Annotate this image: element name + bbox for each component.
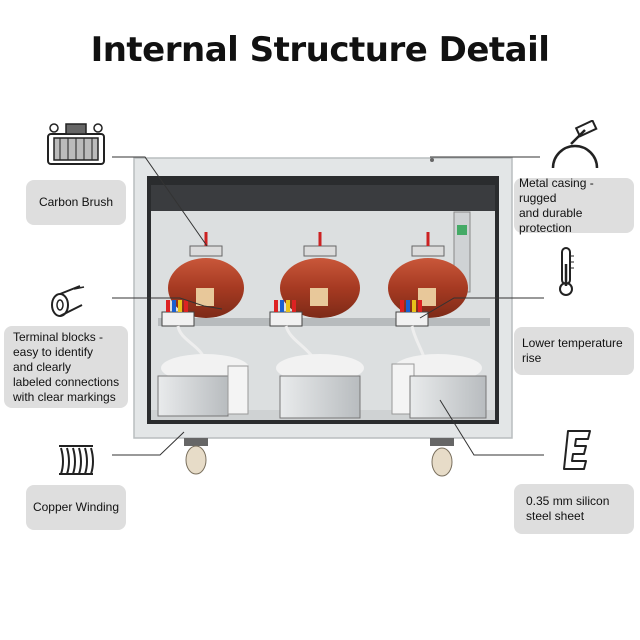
leader-lower-temperature [419,297,544,319]
label-metal-casing: Metal casing - rugged and durable protec… [514,176,634,235]
leader-terminal-blocks [112,297,223,310]
transformer-core [276,354,364,419]
leader-copper-winding [112,431,185,456]
coil-icon [59,445,94,475]
leader-lines [112,156,544,456]
transformer-core [391,354,487,419]
terminal-block [395,300,429,327]
label-copper-winding: Copper Winding [26,485,126,530]
caster-wheel [430,438,454,477]
label-carbon-brush: Carbon Brush [26,180,126,225]
terminal-block-icon [51,285,85,317]
indicator-light [457,225,467,235]
hammer-dome-icon [551,120,599,169]
middle-shelf [158,318,490,326]
transformer-core [157,354,249,417]
terminal-block [269,300,303,327]
thermometer-icon [559,247,574,296]
toroidal-regulator [280,232,360,318]
e-core-icon [563,430,591,470]
caster-wheel [184,438,208,475]
leader-silicon-steel [439,399,544,456]
label-lower-temperature: Lower temperature rise [514,327,634,375]
label-terminal-blocks: Terminal blocks - easy to identify and c… [4,326,128,408]
leader-carbon-brush [112,156,208,247]
page-title: Internal Structure Detail [90,30,550,70]
label-silicon-steel: 0.35 mm silicon steel sheet [514,484,634,534]
carbon-brush-icon [47,123,105,165]
